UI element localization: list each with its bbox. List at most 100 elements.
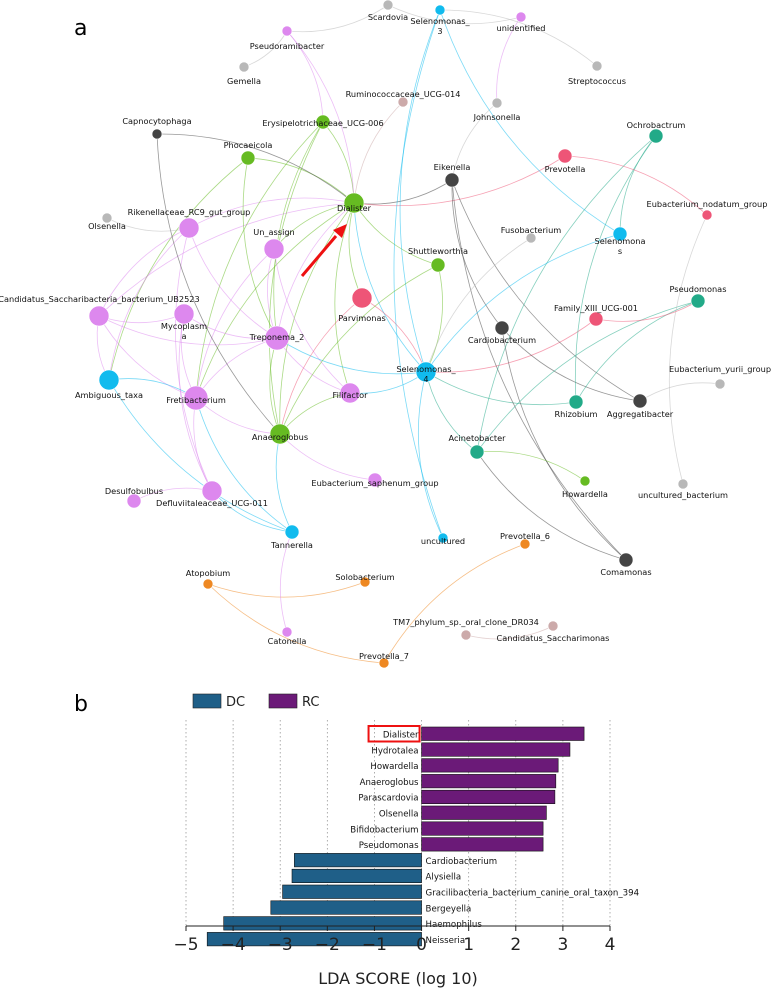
node-label: Candidatus_Saccharimonas [497,633,610,643]
x-tick-label: 4 [605,935,616,955]
node-label: uncultured [421,536,465,546]
network-edge [575,300,699,403]
node-label: Atopobium [186,568,231,578]
node-candidatus-saccharibacteria-bacterium-ub2523: Candidatus_Saccharibacteria_bacterium_UB… [0,294,200,327]
network-edge [195,121,324,399]
bar-label-howardella: Howardella [370,762,418,772]
node-circle [359,576,371,588]
bars: DialisterHydrotaleaHowardellaAnaeroglobu… [206,725,639,947]
network-edge [207,583,385,664]
node-circle [238,61,250,73]
legend-label-rc: RC [302,695,319,710]
node-label: Rikenellaceae_RC9_gut_group [128,207,251,217]
network-edge [108,379,293,533]
node-label: Dialister [337,203,372,213]
network-edge [275,433,293,533]
node-label: Shuttleworthia [408,246,468,256]
node-desulfobulbus: Desulfobulbus [105,486,163,509]
node-uncultured-bacterium: uncultured_bacterium [638,478,728,500]
node-label: Scardovia [368,12,408,22]
node-circle [88,305,110,327]
node-tm7-phylum-sp-oral-clone-dr034: TM7_phylum_sp._oral_clone_DR034 [392,617,539,641]
node-circle [343,192,365,214]
node-label: Streptococcus [568,76,626,86]
arrow-head [333,224,347,238]
bar-label-neisseria: Neisseria [426,936,466,946]
node-prevotella-7: Prevotella_7 [359,651,409,669]
network-edge [188,197,355,229]
node-circle [351,287,373,309]
network-edge [451,179,641,402]
node-circle [264,325,290,351]
node-label: Un_assign [253,227,295,237]
node-scardovia: Scardovia [368,0,408,22]
x-tick-label: 3 [557,935,568,955]
network-edge [273,248,351,394]
network-edge [501,327,641,402]
x-tick-label: 2 [510,935,521,955]
node-label: Selenomonas_4 [396,364,456,384]
x-tick-label: −3 [268,935,293,955]
node-circle [201,480,223,502]
bar-olsenella [421,805,547,820]
node-selenomonas-4: Selenomonas_4 [396,361,457,384]
network-edge [668,214,708,485]
x-tick-label: −1 [362,935,387,955]
x-tick-label: 1 [463,935,474,955]
network-edge [178,313,213,492]
node-pseudomonas: Pseudomonas [670,284,726,309]
node-comamonas: Comamonas [600,552,652,577]
node-acinetobacter: Acinetobacter [448,433,506,460]
network-edge [439,9,621,235]
node-ochrobactrum: Ochrobactrum [627,120,685,144]
node-streptococcus: Streptococcus [568,60,626,86]
network-edge [353,155,566,207]
node-label: Rhizobium [554,409,597,419]
network-edge [639,382,721,402]
bar-cardiobacterium [294,853,422,868]
node-circle [367,472,383,488]
node-dialister: Dialister [337,192,372,214]
node-label: Prevotella_7 [359,651,409,661]
node-parvimonas: Parvimonas [338,287,386,323]
network-edge [269,337,281,435]
network-edge [98,315,197,399]
bar-howardella [421,758,559,773]
node-prevotella: Prevotella [545,148,585,174]
network-edge [425,233,621,373]
node-treponema-2: Treponema_2 [249,325,304,351]
legend-swatch-dc [192,693,222,709]
node-anaeroglobus: Anaeroglobus [252,423,308,445]
bar-pseudomonas [421,837,544,852]
network-edge [195,202,355,399]
network-edge [417,371,444,539]
legend-swatch-rc [268,693,298,709]
node-shuttleworthia: Shuttleworthia [408,246,468,273]
node-label: Selenomonas_3 [410,16,470,36]
bar-label-alysiella: Alysiella [426,873,462,883]
node-label: Phocaeicola [224,140,273,150]
node-gemella: Gemella [227,61,261,86]
network-edge [425,371,577,406]
node-label: Family_XIII_UCG-001 [554,303,638,313]
node-circle [281,626,293,638]
dialister-arrow [300,224,347,277]
bar-label-cardiobacterium: Cardiobacterium [426,857,498,867]
node-label: Catonella [268,636,307,646]
network-edge [465,625,554,640]
node-label: unidentified [497,23,546,33]
node-circle [701,209,713,221]
node-circle [284,524,300,540]
bar-label-anaeroglobus: Anaeroglobus [360,778,419,788]
arrow-shaft [300,235,338,277]
network-edge [564,155,708,216]
node-erysipelotrichaceae-ucg-006: Erysipelotrichaceae_UCG-006 [262,114,384,130]
node-label: Erysipelotrichaceae_UCG-006 [262,118,383,128]
node-label: Johnsonella [473,112,521,122]
node-prevotella-6: Prevotella_6 [500,531,550,550]
node-circle [469,444,485,460]
